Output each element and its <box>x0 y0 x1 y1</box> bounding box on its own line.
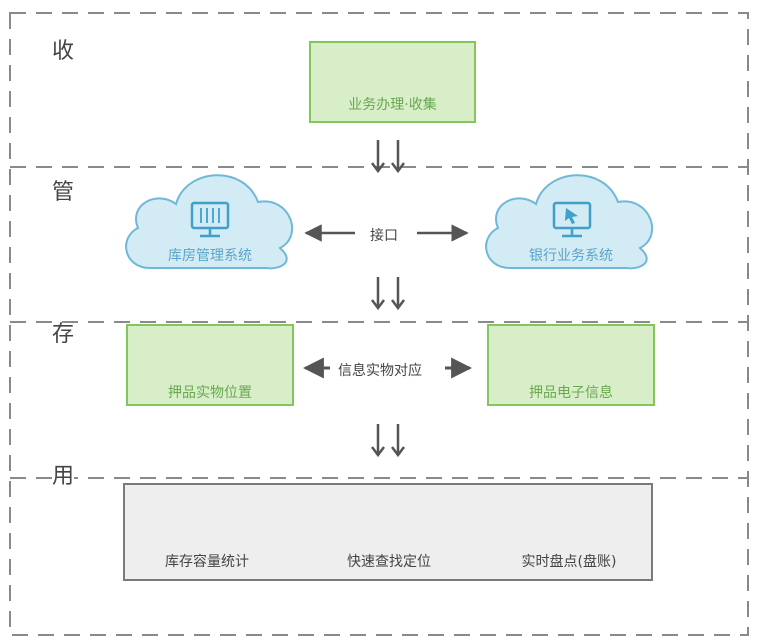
use-box <box>123 483 653 581</box>
interface-label: 接口 <box>366 225 402 245</box>
down-arrows-1 <box>371 140 405 174</box>
use-item-label-2: 实时盘点(盘账) <box>521 554 617 570</box>
electronic-box: 押品电子信息 <box>487 324 655 406</box>
monitor-cursor-icon <box>552 201 592 238</box>
section-label-cun: 存 <box>52 322 75 347</box>
section-label-shou: 收 <box>52 39 75 64</box>
collect-box: 业务办理·收集 <box>309 41 476 123</box>
collect-label: 业务办理·收集 <box>348 97 437 113</box>
down-arrows-3 <box>371 424 405 458</box>
cloud-bank <box>485 174 654 270</box>
section-label-yong: 用 <box>52 464 75 489</box>
use-item-label-1: 快速查找定位 <box>347 554 431 570</box>
electronic-label: 押品电子信息 <box>529 385 613 401</box>
bank-system-label: 银行业务系统 <box>529 248 613 264</box>
location-label: 押品实物位置 <box>168 385 252 401</box>
monitor-equalizer-icon <box>190 201 230 238</box>
outer-frame <box>9 12 749 636</box>
location-box: 押品实物位置 <box>126 324 294 406</box>
warehouse-system-label: 库房管理系统 <box>168 248 252 264</box>
section-label-guan: 管 <box>52 180 75 205</box>
correspond-label: 信息实物对应 <box>334 360 426 380</box>
down-arrows-2 <box>371 277 405 311</box>
use-item-label-0: 库存容量统计 <box>165 554 249 570</box>
cloud-warehouse <box>125 174 294 270</box>
